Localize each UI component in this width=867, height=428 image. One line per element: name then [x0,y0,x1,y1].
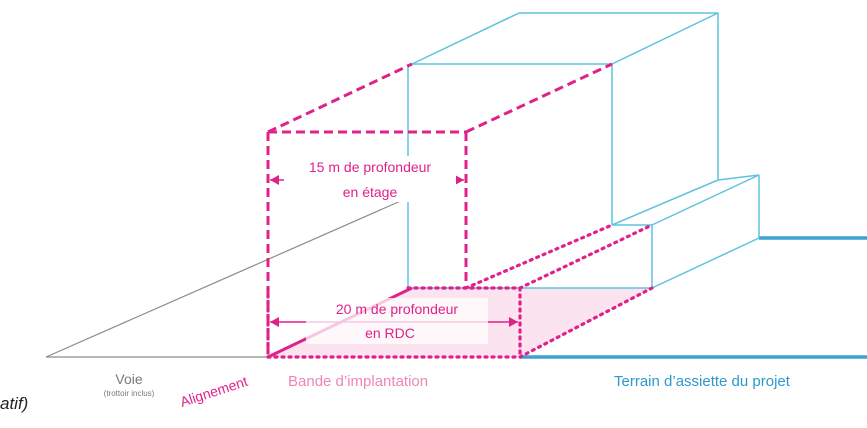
bande-label: Bande d’implantation [288,373,428,390]
depth-ground-label-line1: 20 m de profondeur [336,301,459,317]
alignement-label: Alignement [178,373,250,410]
depth-ground-label-bg [306,298,488,344]
terrain-label: Terrain d’assiette du projet [614,373,791,390]
depth-floor-label-line1: 15 m de profondeur [309,159,432,175]
road-outline [45,195,413,358]
voie-sublabel: (trottoir inclus) [104,389,155,398]
depth-ground-label-line2: en RDC [365,325,415,341]
depth-floor-label-line2: en étage [343,184,398,200]
depth-floor-label-bg [284,156,456,202]
ground-floor-envelope [266,223,654,359]
cropped-caption: atif) [0,394,28,413]
building-wireframe [407,12,760,289]
voie-label: Voie [115,371,142,387]
terrain-ground-line [520,236,867,359]
